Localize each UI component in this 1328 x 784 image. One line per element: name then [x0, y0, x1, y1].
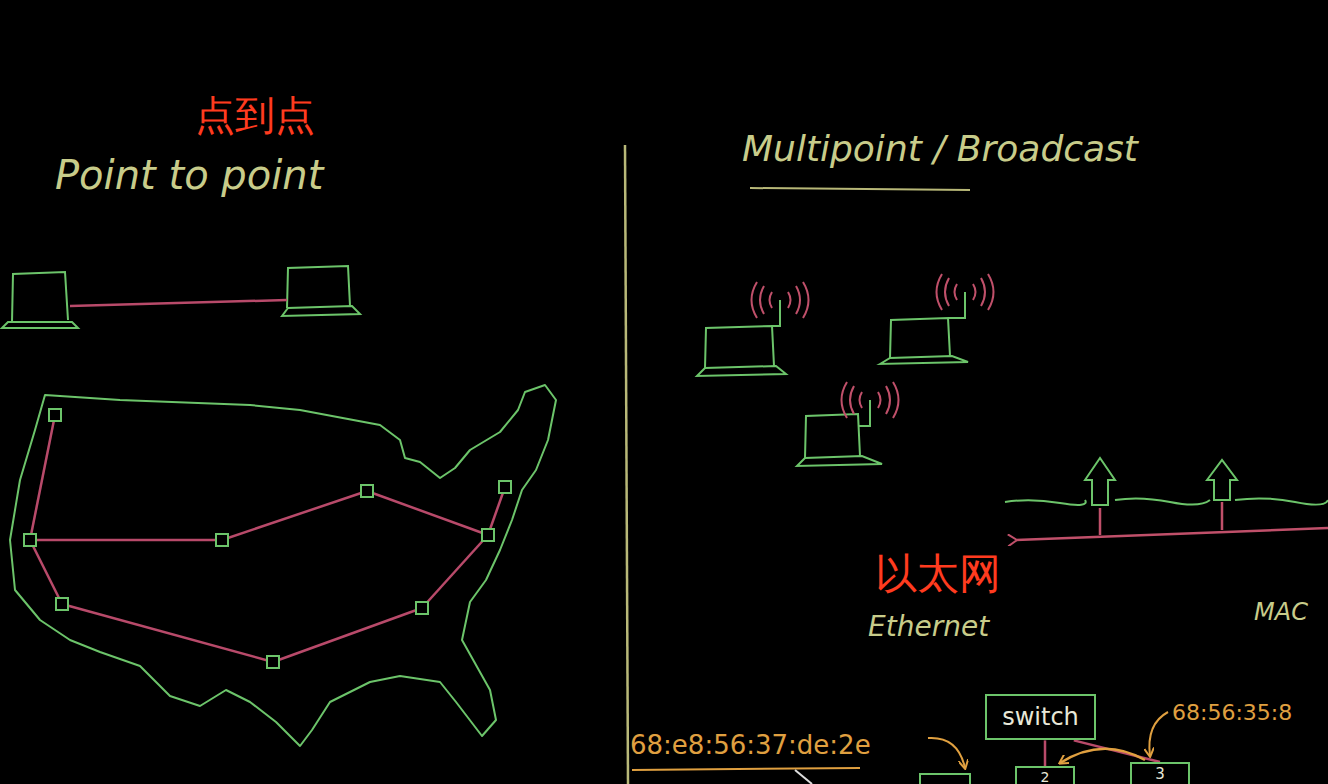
heading-underline — [750, 188, 970, 190]
address-leader — [928, 738, 965, 768]
box-text: 3 — [1140, 766, 1180, 783]
bus-signal-arrow — [1016, 528, 1328, 540]
address-leader — [1149, 712, 1168, 756]
chinese-caption: 以太网 — [875, 546, 1001, 602]
host-box — [920, 774, 970, 784]
station-symbols — [1085, 458, 1237, 505]
section-heading: Point to point — [55, 152, 323, 198]
box-text: switch — [1001, 704, 1080, 730]
network-type: Ethernet — [868, 610, 989, 643]
chinese-caption: 点到点 — [195, 88, 315, 143]
box-text: 2 — [1025, 770, 1065, 784]
connector — [1060, 749, 1145, 763]
white-mark — [795, 770, 812, 784]
mac-address: 68:56:35:8 — [1172, 700, 1292, 725]
mac-address: 68:e8:56:37:de:2e — [630, 730, 871, 760]
us-map-outline — [10, 385, 556, 746]
network-nodes — [24, 409, 511, 668]
wireless-laptops — [697, 274, 994, 466]
station-taps — [1100, 502, 1222, 535]
laptop-pair — [2, 266, 360, 328]
ground-line — [1005, 498, 1328, 505]
network-links — [30, 415, 505, 662]
divider-line — [625, 145, 628, 784]
address-type: MAC — [1254, 598, 1308, 626]
p2p-link — [70, 300, 287, 306]
host-box: 3 — [1130, 762, 1190, 784]
section-heading: Multipoint / Broadcast — [742, 128, 1138, 169]
address-underline — [632, 768, 860, 770]
connector — [1044, 740, 1047, 766]
host-box: 2 — [1015, 766, 1075, 784]
switch-box: switch — [985, 694, 1096, 740]
